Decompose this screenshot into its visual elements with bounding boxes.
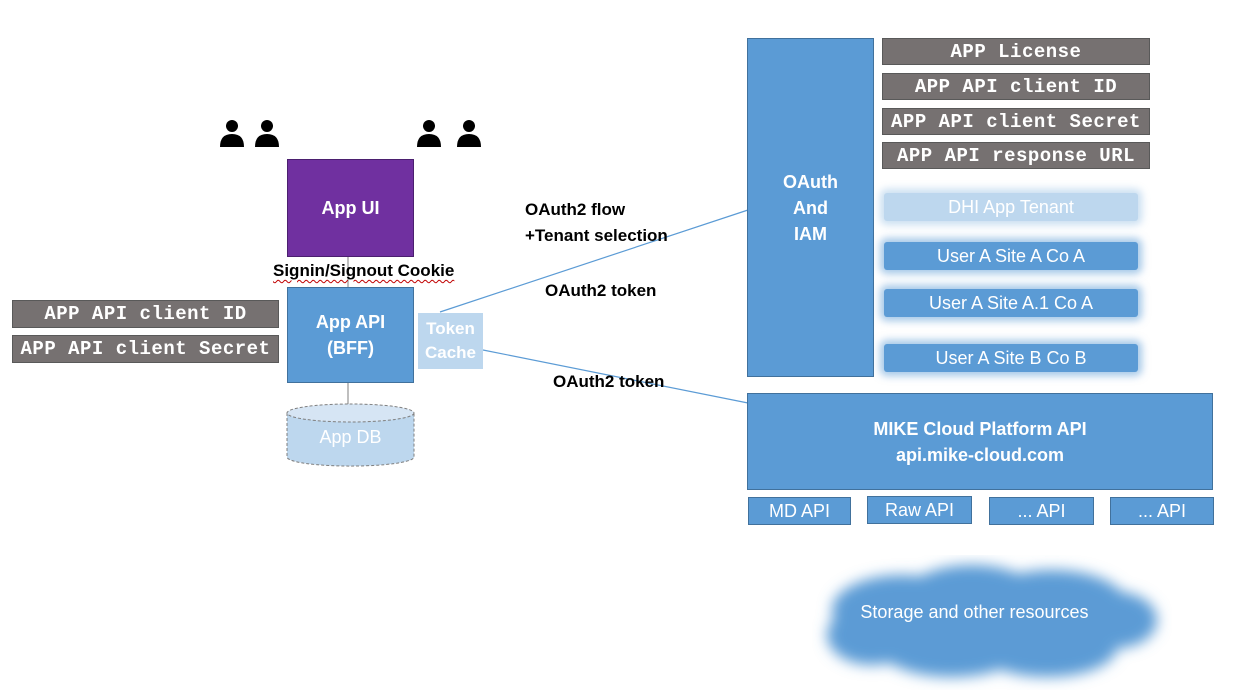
app-db-label: App DB xyxy=(319,427,382,447)
token-cache-line1: Token xyxy=(426,319,475,338)
other-api-box-1[interactable]: ... API xyxy=(989,497,1094,525)
md-api-box[interactable]: MD API xyxy=(748,497,851,525)
app-api-line2: (BFF) xyxy=(327,338,374,358)
right-credential-response-url: APP API response URL xyxy=(882,142,1150,169)
tenant-user-a-site-a[interactable]: User A Site A Co A xyxy=(884,242,1138,270)
platform-api-url: api.mike-cloud.com xyxy=(895,444,1065,465)
storage-cloud: Storage and other resources xyxy=(812,555,1172,690)
platform-api-title: MIKE Cloud Platform API xyxy=(873,418,1087,439)
other-api-box-2[interactable]: ... API xyxy=(1110,497,1214,525)
app-ui-label: App UI xyxy=(321,198,380,218)
token-cache-box[interactable]: Token Cache xyxy=(418,313,483,369)
api-to-oauth-connector xyxy=(439,209,749,313)
app-db-cylinder[interactable]: App DB xyxy=(286,403,415,467)
app-ui-box[interactable]: App UI xyxy=(287,159,414,257)
tenant-dhi-app[interactable]: DHI App Tenant xyxy=(884,193,1138,221)
oauth-flow-label: OAuth2 flow +Tenant selection xyxy=(525,200,668,245)
right-credential-client-secret: APP API client Secret xyxy=(882,108,1150,135)
app-api-box[interactable]: App API (BFF) xyxy=(287,287,414,383)
right-credential-license: APP License xyxy=(882,38,1150,65)
platform-api-box[interactable]: MIKE Cloud Platform API api.mike-cloud.c… xyxy=(747,393,1213,490)
users-right-icon xyxy=(415,118,485,148)
tenant-user-a-site-b[interactable]: User A Site B Co B xyxy=(884,344,1138,372)
app-api-line1: App API xyxy=(315,312,386,332)
storage-label: Storage and other resources xyxy=(860,602,1089,622)
raw-api-box[interactable]: Raw API xyxy=(867,496,972,524)
users-left-icon xyxy=(218,118,282,148)
left-credential-client-id: APP API client ID xyxy=(12,300,279,328)
tenant-user-a-site-a1[interactable]: User A Site A.1 Co A xyxy=(884,289,1138,317)
oauth-iam-box[interactable]: OAuth And IAM xyxy=(747,38,874,377)
token-cache-line2: Cache xyxy=(424,343,477,362)
cache-to-platform-connector xyxy=(482,349,749,404)
left-credential-client-secret: APP API client Secret xyxy=(12,335,279,363)
right-credential-client-id: APP API client ID xyxy=(882,73,1150,100)
oauth-token-label-1: OAuth2 token xyxy=(545,281,657,300)
cookie-label: Signin/Signout Cookie xyxy=(273,261,455,280)
oauth-token-label-2: OAuth2 token xyxy=(553,372,665,391)
